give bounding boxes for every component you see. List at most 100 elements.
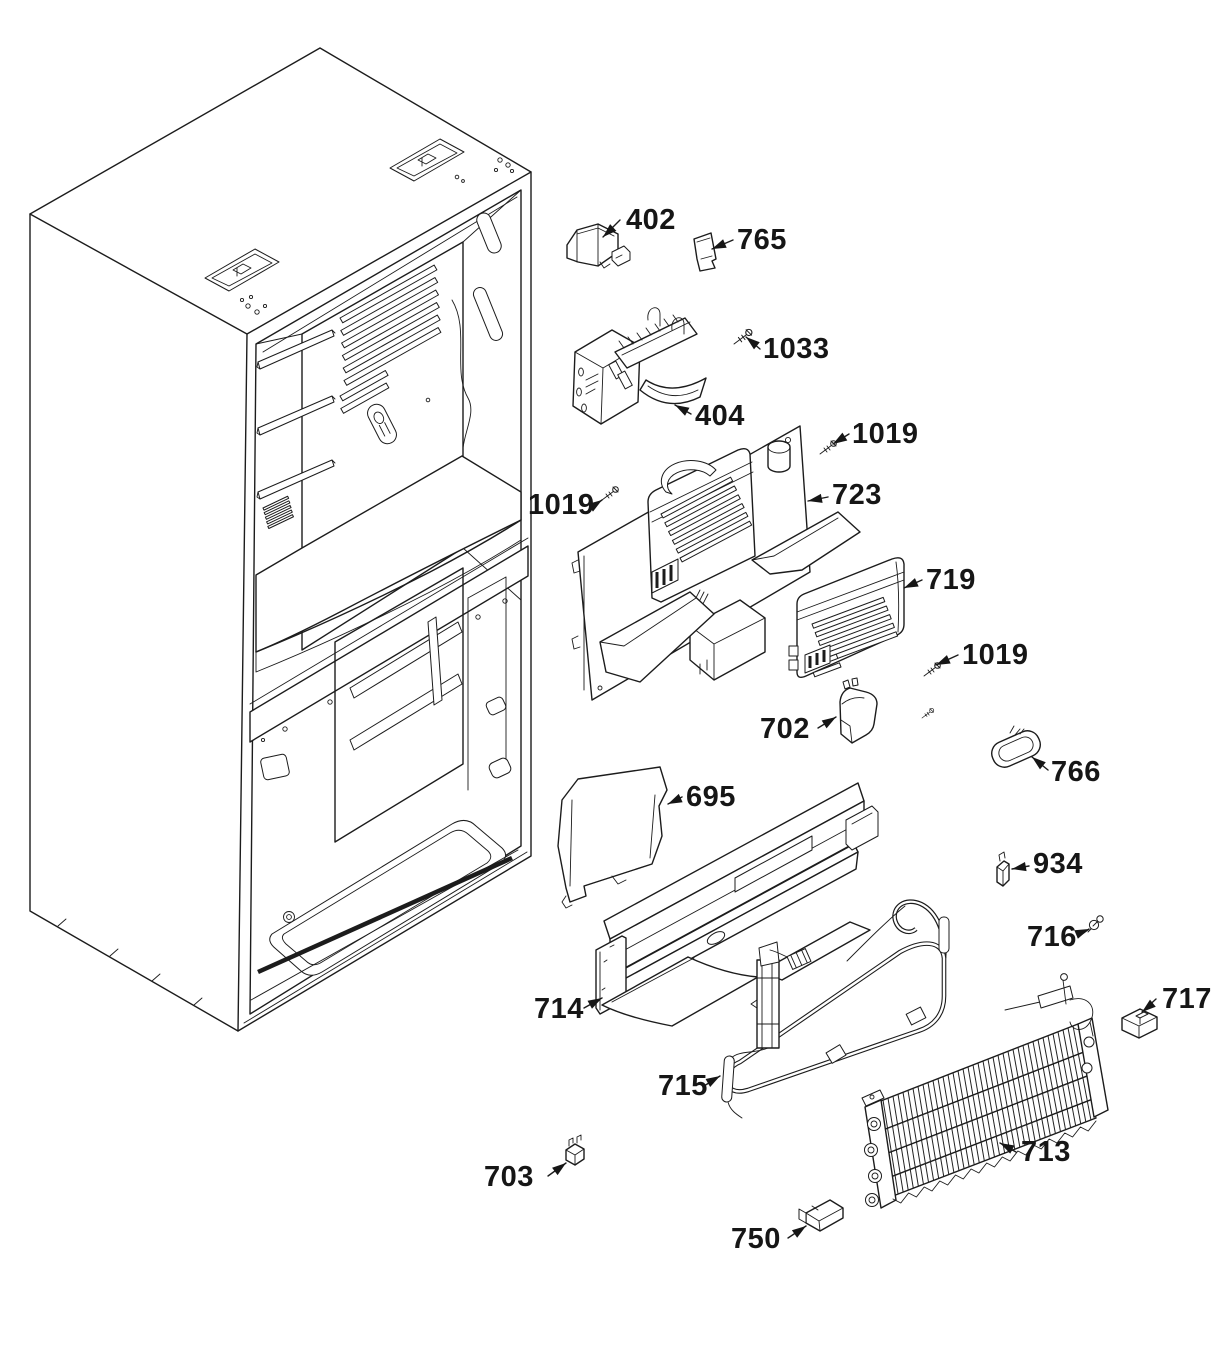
leader-arrowhead-icon (1012, 862, 1027, 872)
tube-row-line (882, 1051, 1084, 1131)
callout-934[interactable]: 934 (1011, 848, 1083, 880)
part-715-defrost-heater (721, 899, 950, 1119)
fin-line (1032, 1041, 1051, 1136)
louver-slot (339, 264, 438, 324)
front-opening-flange (249, 189, 522, 1015)
cabinet-outline (29, 47, 532, 1032)
callout-695[interactable]: 695 (666, 781, 736, 813)
fresh-food-floor (255, 455, 522, 673)
leader-arrowhead-icon (821, 717, 836, 729)
refrigerator-cabinet (29, 47, 532, 1032)
part-number-label: 723 (832, 479, 882, 511)
floor-vent-grille (262, 495, 294, 530)
part-723-air-duct-panel (571, 425, 861, 701)
fin-line (927, 1082, 945, 1177)
part-934-clip (996, 851, 1010, 887)
louver-slot (664, 485, 737, 528)
part-766-lens (991, 725, 1041, 768)
part-number-label: 750 (731, 1223, 781, 1255)
fin-line (882, 1099, 899, 1195)
part-number-label: 934 (1033, 848, 1083, 880)
ceiling-flange-line (262, 196, 518, 353)
part-number-label: 716 (1027, 921, 1077, 953)
part-number-label: 765 (737, 224, 787, 256)
callout-1019[interactable]: 1019 (528, 489, 605, 521)
fin-line (897, 1094, 914, 1189)
part-695-cover-panel (557, 766, 668, 909)
heater-terminal-sheath (938, 916, 950, 954)
part-number-label: 695 (686, 781, 736, 813)
callout-1019[interactable]: 1019 (934, 639, 1028, 671)
callout-713[interactable]: 713 (998, 1136, 1071, 1168)
part-number-label: 1019 (852, 418, 919, 450)
fin-line (967, 1066, 985, 1161)
louver-slot (340, 277, 439, 336)
callout-723[interactable]: 723 (807, 479, 882, 511)
callout-715[interactable]: 715 (658, 1070, 722, 1102)
callout-719[interactable]: 719 (902, 564, 976, 596)
louver-slot (264, 504, 292, 520)
fin-line (957, 1070, 975, 1165)
ice-maker-rake (614, 314, 698, 369)
louver-slot (266, 509, 293, 525)
leader-arrowhead-icon (587, 998, 602, 1009)
louver-slot (267, 514, 294, 530)
callout-717[interactable]: 717 (1139, 983, 1212, 1016)
part-number-label: 719 (926, 564, 976, 596)
top-hinge-cutout-right (389, 138, 465, 182)
leader-arrowhead-icon (746, 337, 760, 350)
louver-slot (817, 614, 892, 646)
leader-arrowhead-icon (705, 1076, 720, 1087)
part-number-label: 714 (534, 993, 584, 1025)
fan-housing (689, 599, 766, 681)
leader-arrowhead-icon (587, 500, 602, 512)
callout-702[interactable]: 702 (760, 713, 838, 745)
fin-line (982, 1060, 1001, 1156)
leader-arrowhead-icon (1074, 929, 1089, 939)
left-wall-shelf-rails (256, 329, 336, 500)
part-765-shim (693, 232, 717, 272)
fin-line (987, 1059, 1006, 1154)
tube-row-line (885, 1075, 1089, 1155)
fin-line (1022, 1045, 1041, 1140)
callout-765[interactable]: 765 (710, 224, 787, 256)
ice-maker-shield (639, 377, 707, 405)
leader-arrowhead-icon (712, 239, 727, 249)
fin-line (1027, 1043, 1046, 1138)
mullion-divider (249, 537, 529, 743)
callout-703[interactable]: 703 (484, 1159, 569, 1193)
back-wall-air-vents (339, 264, 442, 414)
callout-404[interactable]: 404 (673, 400, 745, 432)
fin-line (1002, 1053, 1021, 1148)
fin-line (972, 1064, 990, 1160)
callout-402[interactable]: 402 (600, 204, 676, 240)
callout-1033[interactable]: 1033 (743, 333, 829, 365)
callout-766[interactable]: 766 (1029, 753, 1101, 788)
cabinet-top-face-edges (29, 171, 532, 335)
louver-slot (262, 495, 290, 511)
top-hinge-cutout-left (204, 248, 280, 292)
part-number-label: 715 (658, 1070, 708, 1102)
part-402-bracket (566, 223, 631, 269)
callout-716[interactable]: 716 (1027, 921, 1091, 953)
fin-line (1042, 1037, 1061, 1132)
duct-louver-slots (660, 476, 753, 563)
fin-line (1067, 1027, 1087, 1122)
leader-arrowhead-icon (603, 224, 617, 237)
louver-slot (340, 382, 390, 414)
fin-line (1007, 1051, 1026, 1146)
leader-arrowhead-icon (668, 793, 683, 804)
back-wall-hole (425, 397, 431, 403)
part-number-label: 1033 (763, 333, 830, 365)
callout-714[interactable]: 714 (534, 993, 604, 1025)
fin-line (1062, 1029, 1082, 1124)
part-404-ice-maker (572, 307, 707, 425)
callout-1019[interactable]: 1019 (831, 418, 919, 450)
callout-750[interactable]: 750 (731, 1222, 809, 1255)
part-number-label: 1019 (962, 639, 1029, 671)
fin-line (887, 1098, 904, 1193)
fin-line (952, 1072, 970, 1167)
fin-line (932, 1080, 950, 1175)
leader-arrowhead-icon (808, 493, 823, 503)
louver-slot (342, 314, 441, 374)
